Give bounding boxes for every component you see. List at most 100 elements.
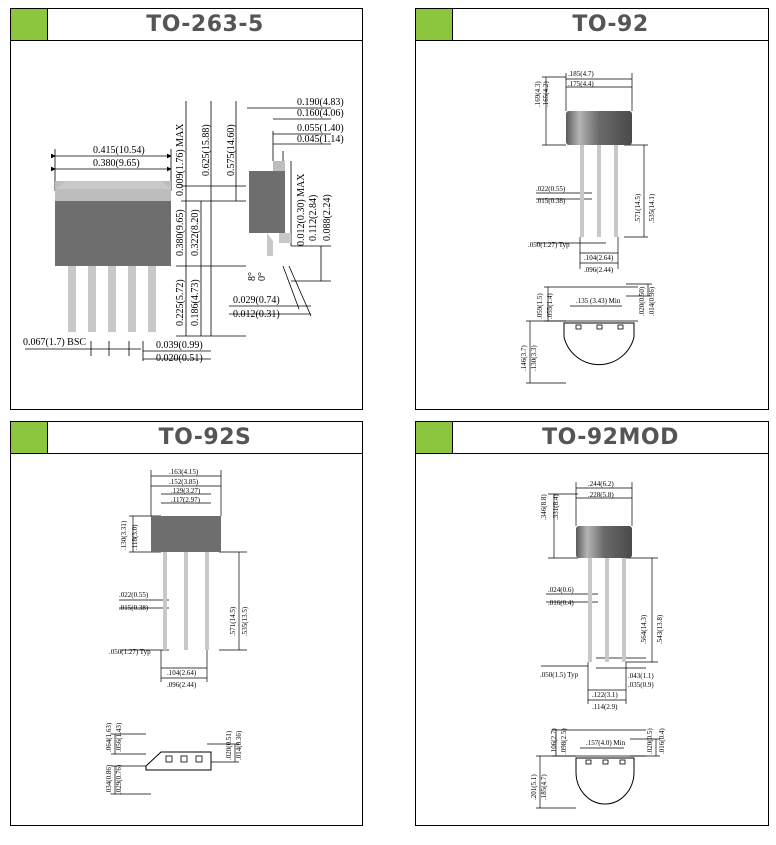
label-c3: .014(0.36) (648, 286, 656, 316)
label-s1: 0.112(2.84) (308, 195, 319, 241)
label-b1: .064(1.63) (105, 722, 113, 752)
panel-header: TO-263-5 (11, 9, 362, 41)
label-lw2: .016(0.4) (548, 599, 574, 607)
label-r2: .130(3.3) (530, 345, 538, 371)
label-h1: .346(8.8) (540, 494, 548, 520)
label-r1: .201(5.1) (530, 774, 538, 800)
label-t3: 0.055(1.40) (297, 123, 344, 134)
package-body (151, 516, 221, 552)
label-lw1: .022(0.55) (536, 185, 566, 193)
lead-3 (205, 552, 209, 650)
label-pp2: .114(2.9) (592, 703, 618, 711)
label-w-max: 0.415(10.54) (93, 145, 145, 156)
lead-2 (88, 266, 96, 332)
lead-2 (597, 145, 601, 237)
panel-title: TO-92MOD (542, 425, 679, 450)
label-l1: .571(14.5) (229, 606, 237, 636)
package-body (55, 201, 171, 266)
label-d2: .029(0.76) (115, 764, 123, 794)
label-v575: 0.575(14.60) (226, 124, 237, 176)
to92s-drawing: .163(4.15) .152(3.85) .129(3.27) .117(2.… (105, 468, 249, 795)
label-b1: .106(2.7) (550, 728, 558, 754)
accent-square (11, 422, 48, 453)
label-w2: .228(5.8) (588, 491, 614, 499)
label-pitch: 0.067(1.7) BSC (23, 337, 86, 348)
to263-5-drawing: 0.415(10.54) 0.380(9.65) 0.009(1.76) MAX… (23, 97, 344, 364)
label-w2: .152(3.85) (169, 478, 199, 486)
label-d1: .034(0.86) (105, 764, 113, 794)
label-c3: .016(0.4) (658, 728, 666, 754)
label-h1: .169(4.3) (534, 81, 542, 107)
lead-1 (580, 145, 584, 237)
label-h2: .331(8.4) (552, 494, 560, 520)
label-r1: .146(3.7) (520, 345, 528, 371)
label-deg0: 0° (257, 272, 268, 281)
label-t4: 0.045(1.14) (297, 134, 344, 145)
lead-3 (622, 558, 626, 662)
label-p1: .043(1.1) (628, 672, 654, 680)
bottom-view (145, 751, 212, 771)
panel-to92: TO-92 (415, 8, 769, 410)
accent-square (416, 9, 453, 40)
lead-3 (614, 145, 618, 237)
label-p1: .104(2.64) (584, 254, 614, 262)
label-w1: .185(4.7) (568, 70, 594, 78)
label-lt: .050(1.27) Typ (528, 241, 570, 249)
label-r2: .185(4.7) (540, 774, 548, 800)
label-h1: .130(3.31) (120, 520, 128, 550)
label-w3: .129(3.27) (171, 487, 201, 495)
label-v380: 0.380(9.65) (175, 209, 186, 256)
label-p1: .104(2.64) (167, 669, 197, 677)
label-w2: .175(4.4) (568, 80, 594, 88)
bottom-view (575, 757, 635, 805)
label-t2: 0.160(4.06) (297, 108, 344, 119)
lead-5 (148, 266, 156, 332)
panel-title: TO-263-5 (146, 12, 264, 37)
panel-header: TO-92MOD (416, 422, 768, 454)
label-lw2: .015(0.38) (119, 604, 149, 612)
label-w1: .244(6.2) (588, 480, 614, 488)
panel-to92mod: TO-92MOD (415, 421, 769, 826)
package-body (576, 526, 632, 558)
label-b2: .098(2.5) (560, 728, 568, 754)
label-h-max: 0.009(1.76) MAX (175, 123, 186, 196)
label-s2: 0.088(2.24) (322, 194, 333, 241)
panel-title: TO-92 (572, 12, 649, 37)
lead-1 (163, 552, 167, 650)
side-body (249, 171, 285, 233)
panel-to92s: TO-92S .163(4.15) (10, 421, 363, 826)
to92mod-drawing: .244(6.2) .228(5.8) .346(8.8) .331(8.4) … (530, 480, 666, 809)
label-lt: .050(1.27) Typ (109, 648, 151, 656)
accent-square (416, 422, 453, 453)
label-c1: .157(4.0) Min (586, 739, 626, 747)
label-l1: .571(14.5) (634, 193, 642, 223)
bottom-view (563, 322, 635, 366)
label-w-min: 0.380(9.65) (93, 158, 140, 169)
label-c2: .020(0.50) (638, 286, 646, 316)
label-v186: 0.186(4.73) (190, 279, 201, 326)
label-t1: 0.190(4.83) (297, 97, 344, 108)
label-lw2: 0.020(0.51) (156, 353, 203, 364)
label-l2: .535(13.5) (241, 606, 249, 636)
label-b1: .059(1.5) (536, 293, 544, 319)
label-l2: .535(14.1) (648, 193, 656, 223)
label-f1: 0.029(0.74) (233, 295, 280, 306)
label-w1: .163(4.15) (169, 468, 199, 476)
label-lw1: .024(0.6) (548, 586, 574, 594)
package-body (566, 111, 632, 145)
label-p2: .096(2.44) (167, 681, 197, 689)
label-p2: .096(2.44) (584, 266, 614, 274)
label-h2: .118(3.0) (131, 524, 139, 550)
label-lt: .050(1.5) Typ (540, 671, 579, 679)
label-c1: .020(0.51) (225, 730, 233, 760)
label-l1: .564(14.3) (640, 614, 648, 644)
to92-drawing: .185(4.7) .175(4.4) .169(4.3) .165(4.2) … (520, 70, 656, 384)
label-c2: .020(0.5) (646, 728, 654, 754)
label-h2: .165(4.2) (542, 81, 550, 107)
accent-square (11, 9, 48, 40)
label-b2: .055(1.4) (546, 293, 554, 319)
label-c1: .135 (3.43) Min (576, 297, 621, 305)
label-l2: .543(13.8) (656, 614, 664, 644)
label-b2: .056(1.43) (115, 722, 123, 752)
panel-title: TO-92S (158, 425, 252, 450)
